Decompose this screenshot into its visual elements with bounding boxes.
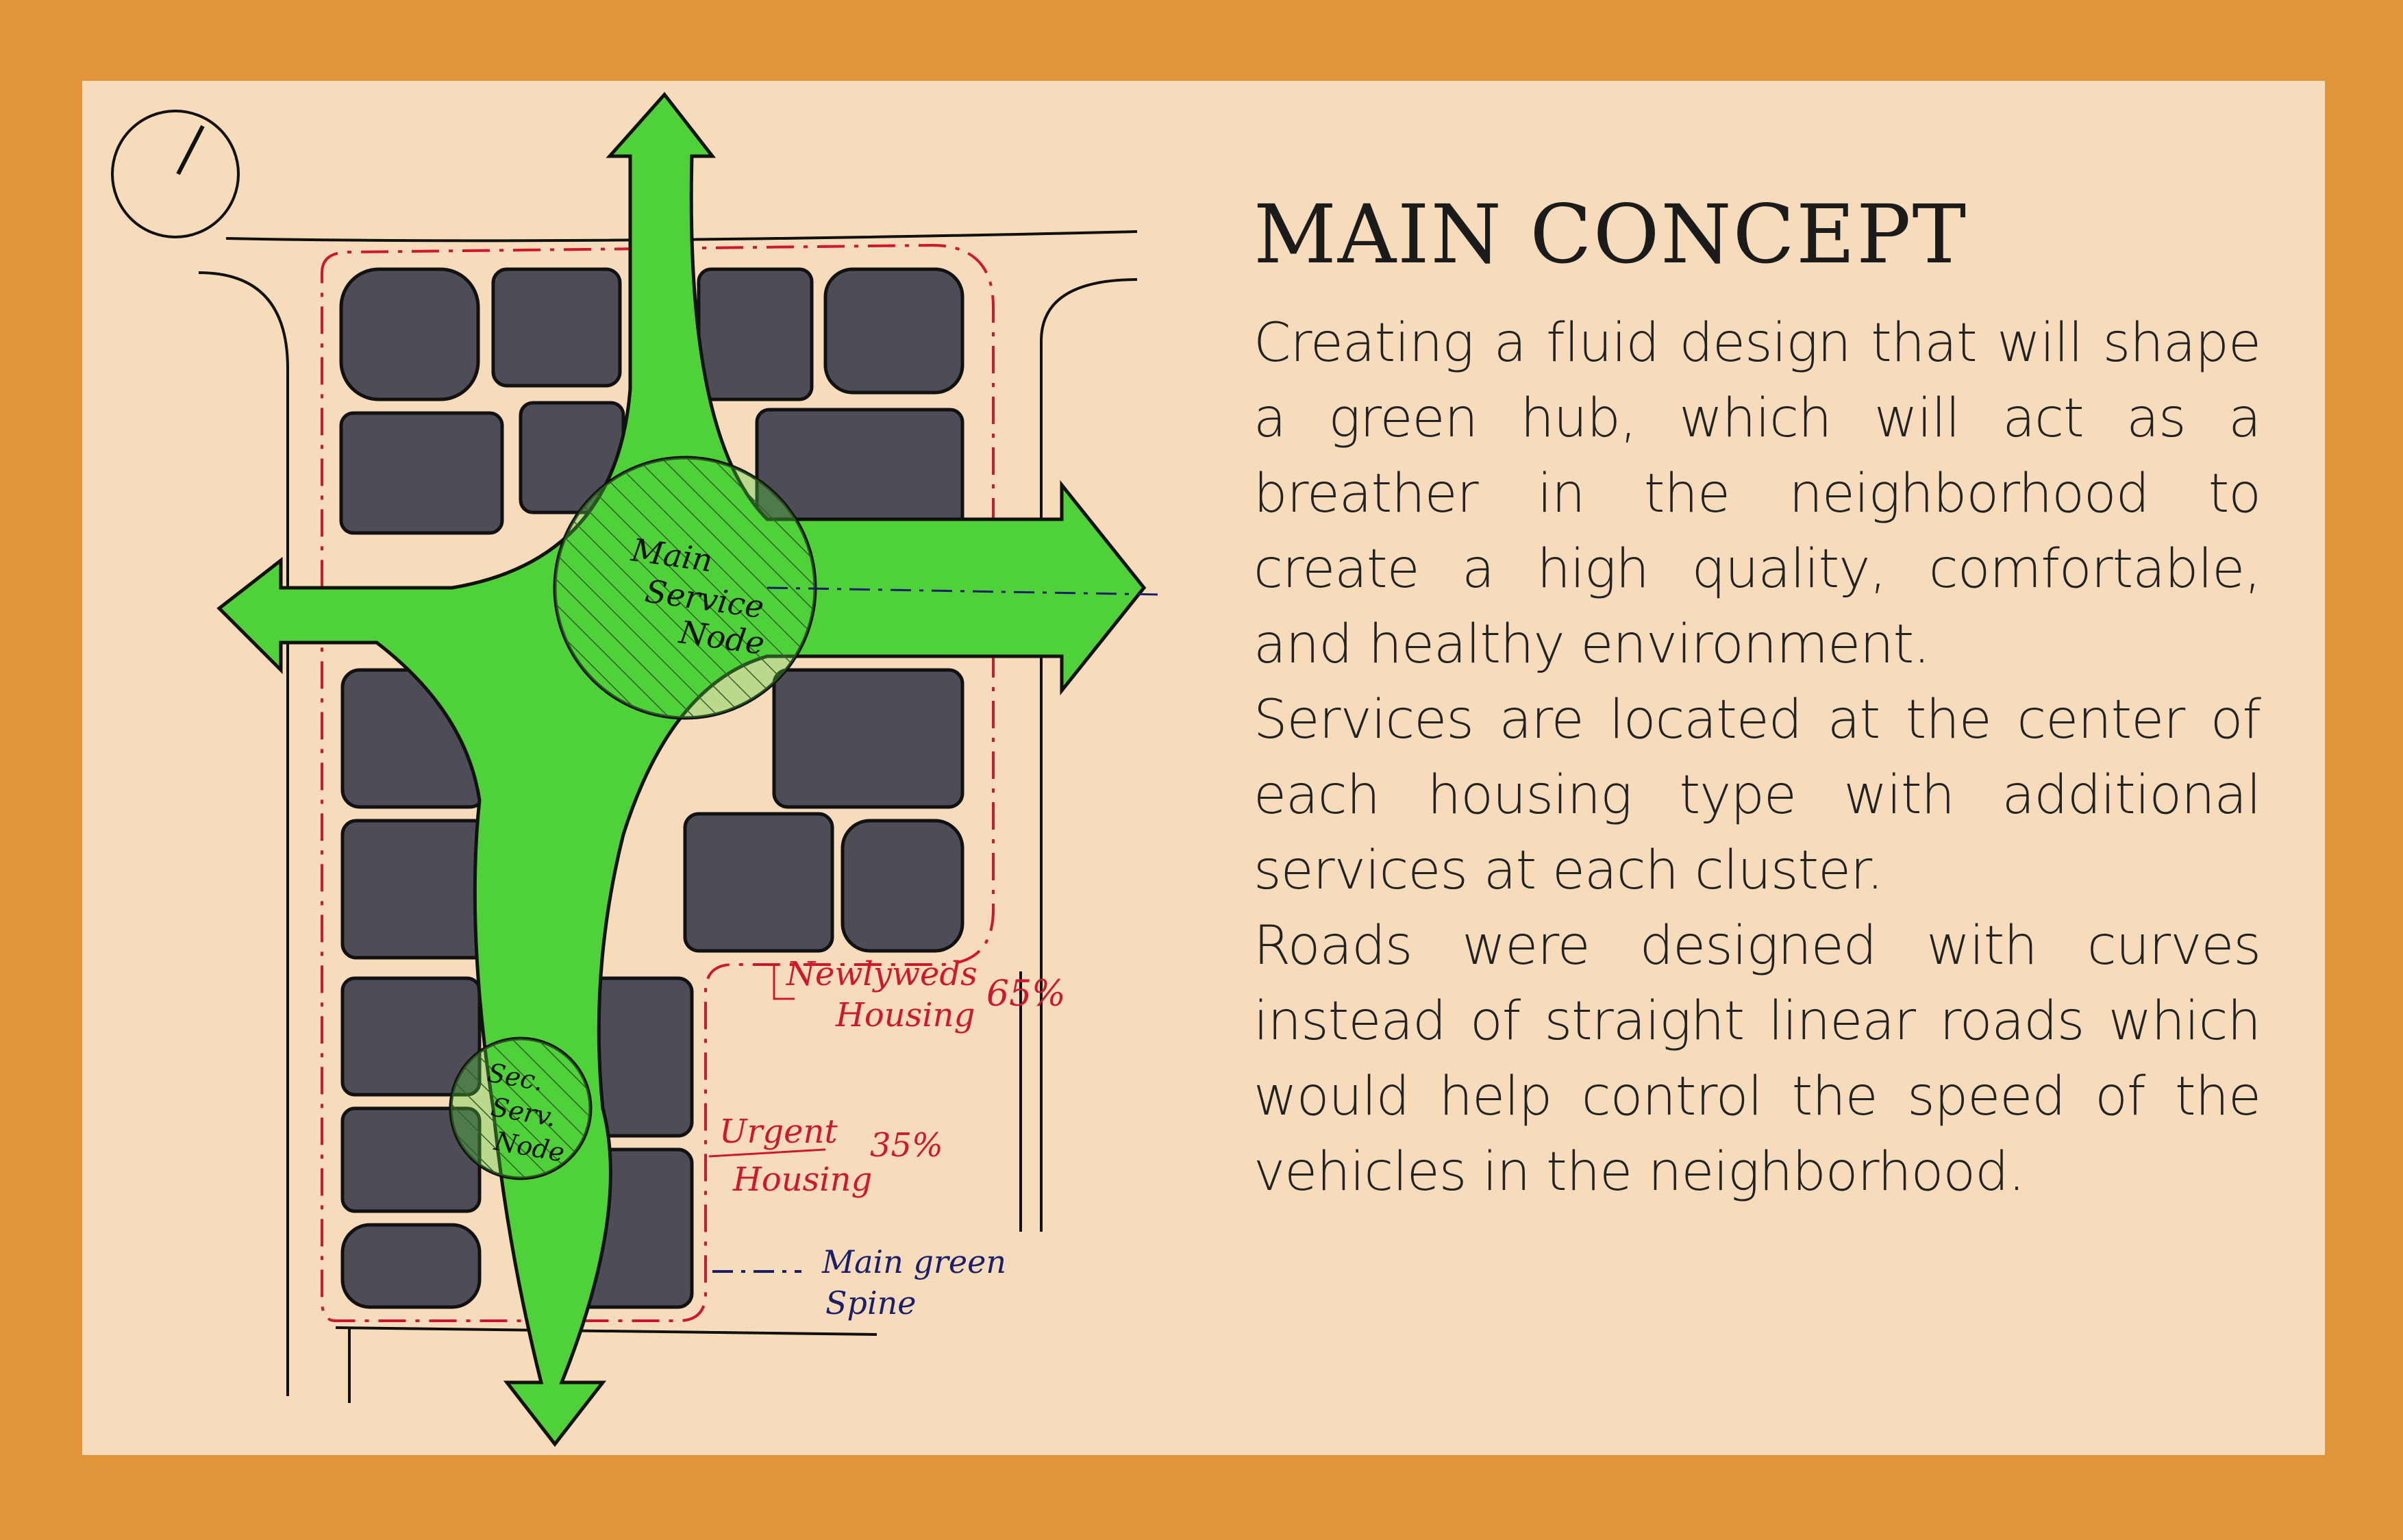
- concept-paragraph-3: Roads were designed with curves instead …: [1254, 915, 2261, 1203]
- content-frame: Main Service Node Sec. Serv. Node Newlyw…: [82, 81, 2325, 1455]
- spine-legend-2: Spine: [825, 1284, 917, 1321]
- concept-sketch: Main Service Node Sec. Serv. Node Newlyw…: [82, 81, 1206, 1455]
- spine-axis-line: [767, 586, 1165, 596]
- concept-paragraph-1: Creating a fluid design that will shape …: [1254, 312, 2261, 675]
- urgent-label-2: Housing: [732, 1160, 872, 1199]
- urgent-percent: 35%: [870, 1126, 943, 1165]
- newlyweds-label-1: Newlyweds: [786, 955, 978, 993]
- urgent-label-1: Urgent: [719, 1113, 838, 1151]
- outer-roads: [198, 230, 1138, 1403]
- site-boundary: [321, 243, 995, 1322]
- concept-text-panel: MAIN CONCEPT Creating a fluid design tha…: [1254, 190, 2261, 1210]
- secondary-service-node: [449, 1036, 593, 1180]
- newlyweds-percent: 65%: [986, 973, 1066, 1015]
- spine-legend-1: Main green: [821, 1243, 1006, 1280]
- page-title: MAIN CONCEPT: [1254, 187, 1968, 282]
- main-service-node: [553, 456, 817, 720]
- housing-blocks: [339, 267, 964, 1309]
- north-arrow-icon: [111, 110, 240, 238]
- concept-paragraph-2: Services are located at the center of ea…: [1254, 688, 2261, 902]
- newlyweds-label-2: Housing: [835, 996, 975, 1034]
